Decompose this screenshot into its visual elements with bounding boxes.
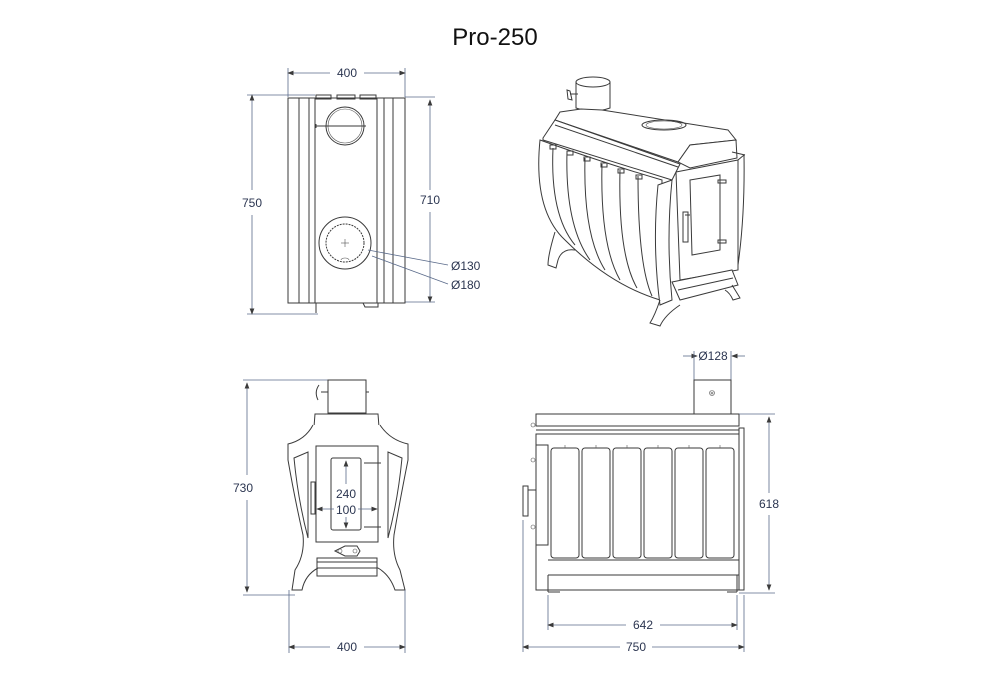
hotplate-inner [325,223,365,263]
window-width-dim: 100 [336,503,356,517]
window-height-dim: 240 [336,487,356,501]
front-height-dim: 730 [233,481,253,495]
top-depth-dim: 750 [242,196,262,210]
hotplate-inner-diameter: Ø130 [451,259,481,273]
top-view: 400 750 710 [242,66,481,315]
drawing-title: Pro-250 [452,24,538,51]
side-inner-length-dim: 642 [633,618,653,632]
side-height-dim: 618 [759,497,779,511]
front-width-dim: 400 [337,640,357,654]
side-length-dim: 750 [626,640,646,654]
isometric-view [538,76,746,327]
hotplate-outer-diameter: Ø180 [451,278,481,292]
top-inner-depth-dim: 710 [420,193,440,207]
front-view: 730 240 100 [233,379,409,654]
side-view: Ø128 [522,349,779,654]
hotplate-outer [318,216,372,270]
top-width-dim: 400 [337,66,357,80]
flue-diameter-dim: Ø128 [698,349,728,363]
